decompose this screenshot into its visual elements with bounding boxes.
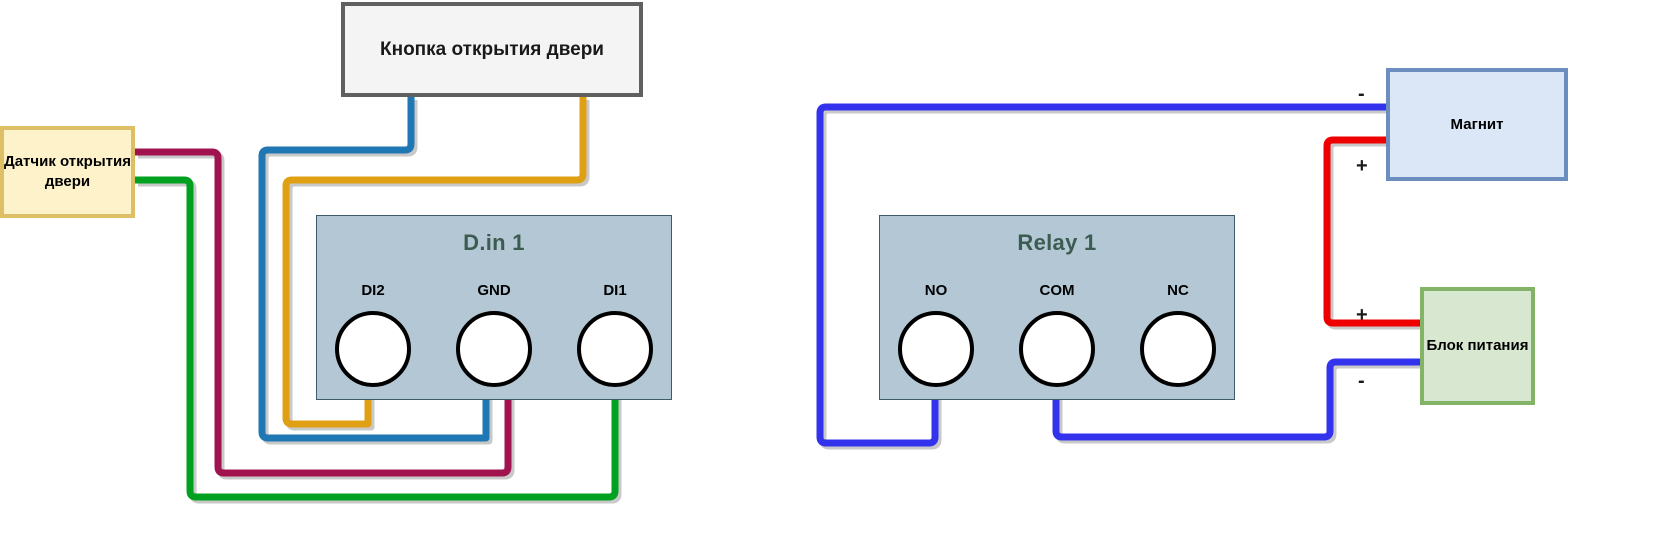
wire-button-to-gnd: [258, 97, 490, 442]
power-supply-label: Блок питания: [1426, 336, 1529, 354]
pin-label-no: NO: [924, 282, 948, 299]
terminal-block-relay1[interactable]: Relay 1 NO COM NC: [879, 215, 1235, 400]
pin-gnd[interactable]: GND: [435, 282, 553, 387]
door-sensor-label: Датчик открытия двери: [4, 152, 131, 190]
wire-sensor-to-di1: [135, 176, 619, 501]
pin-hole-di1[interactable]: [577, 311, 653, 387]
psu-plus-sign: +: [1356, 304, 1368, 326]
wire-button-to-di2: [282, 97, 587, 428]
wire-magnet-plus-to-psu-plus: [1323, 136, 1420, 327]
terminal-title-din1: D.in 1: [463, 230, 525, 255]
terminal-block-din1[interactable]: D.in 1 DI2 GND DI1: [316, 215, 672, 400]
pin-no[interactable]: NO: [877, 282, 995, 387]
pin-label-gnd: GND: [477, 282, 511, 299]
pin-label-nc: NC: [1167, 282, 1189, 299]
door-button-box[interactable]: Кнопка открытия двери: [341, 2, 643, 97]
magnet-box[interactable]: Магнит: [1386, 68, 1568, 181]
magnet-label: Магнит: [1450, 116, 1504, 133]
door-sensor-box[interactable]: Датчик открытия двери: [0, 126, 135, 218]
wire-com-to-psu-minus: [1052, 358, 1420, 441]
pin-hole-no[interactable]: [898, 311, 974, 387]
magnet-minus-sign: -: [1358, 83, 1365, 105]
pin-di2[interactable]: DI2: [314, 282, 432, 387]
pin-label-com: COM: [1039, 282, 1075, 299]
pin-nc[interactable]: NC: [1119, 282, 1237, 387]
wire-no-to-magnet-minus: [816, 103, 1386, 447]
psu-minus-sign: -: [1358, 370, 1365, 392]
magnet-plus-sign: +: [1356, 155, 1368, 177]
door-button-label: Кнопка открытия двери: [380, 38, 604, 60]
pin-hole-com[interactable]: [1019, 311, 1095, 387]
pin-hole-gnd[interactable]: [456, 311, 532, 387]
pin-label-di2: DI2: [361, 282, 385, 299]
terminal-title-relay1: Relay 1: [1017, 230, 1097, 255]
pin-com[interactable]: COM: [998, 282, 1116, 387]
pin-di1[interactable]: DI1: [556, 282, 674, 387]
pin-hole-nc[interactable]: [1140, 311, 1216, 387]
power-supply-box[interactable]: Блок питания: [1420, 287, 1535, 405]
pin-label-di1: DI1: [603, 282, 627, 299]
pin-hole-di2[interactable]: [335, 311, 411, 387]
wire-sensor-to-gnd: [135, 148, 512, 477]
